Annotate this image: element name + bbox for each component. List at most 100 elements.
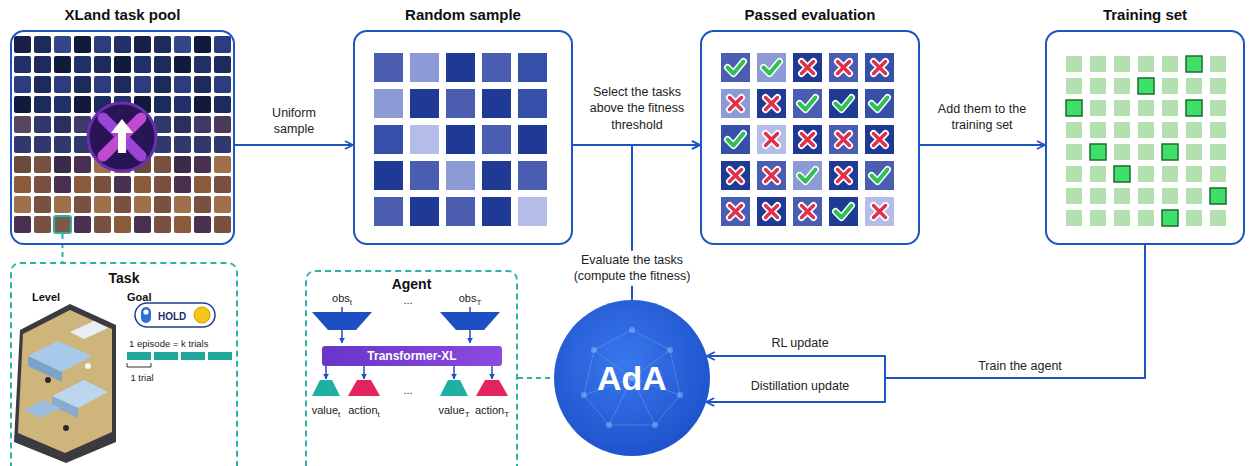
task-tile bbox=[174, 76, 191, 93]
task-tile bbox=[74, 76, 91, 93]
cross-mark bbox=[838, 134, 850, 146]
task-tile bbox=[214, 56, 231, 73]
task-tile bbox=[34, 116, 51, 133]
cross-mark bbox=[766, 206, 778, 218]
node-text: Level bbox=[32, 291, 60, 303]
level-object bbox=[85, 363, 91, 369]
training-task bbox=[1114, 78, 1130, 94]
training-task bbox=[1090, 56, 1106, 72]
task-tile bbox=[214, 196, 231, 213]
task-tile bbox=[194, 196, 211, 213]
training-task bbox=[1210, 210, 1226, 226]
cross-mark-outline bbox=[802, 134, 814, 146]
node-text: Goal bbox=[127, 291, 151, 303]
sample-task-square bbox=[865, 125, 894, 154]
check-mark-outline bbox=[764, 62, 780, 74]
task-tile bbox=[154, 176, 171, 193]
level-platform bbox=[24, 400, 60, 418]
encoder-shape bbox=[440, 312, 500, 330]
training-task bbox=[1186, 166, 1202, 182]
sample-task-square bbox=[757, 89, 786, 118]
detail-box: TaskLevelGoalHOLD1 episode = k trials1 t… bbox=[10, 262, 238, 466]
cross-mark bbox=[874, 134, 886, 146]
io-subscript: T bbox=[476, 299, 481, 308]
level-ramp bbox=[70, 321, 108, 339]
task-tile bbox=[214, 176, 231, 193]
sample-task-square bbox=[518, 53, 547, 82]
task-tile bbox=[154, 76, 171, 93]
network-dot bbox=[629, 327, 635, 333]
sample-task-square bbox=[757, 53, 786, 82]
task-tile bbox=[194, 76, 211, 93]
sample-task-square bbox=[865, 161, 894, 190]
cross-mark-outline bbox=[766, 134, 778, 146]
network-link bbox=[594, 330, 632, 350]
sample-task-square bbox=[865, 89, 894, 118]
agent-illustration bbox=[312, 307, 508, 396]
trial-segment bbox=[181, 352, 205, 360]
training-task bbox=[1066, 188, 1082, 204]
sample-task-square bbox=[829, 161, 858, 190]
task-tile bbox=[174, 36, 191, 53]
new-training-task bbox=[1210, 188, 1226, 204]
trial-segment bbox=[154, 352, 178, 360]
io-name: value bbox=[438, 404, 464, 416]
task-tile bbox=[154, 96, 171, 113]
check-mark bbox=[728, 62, 744, 74]
task-tile bbox=[54, 196, 71, 213]
task-tile bbox=[114, 216, 131, 233]
training-task bbox=[1090, 100, 1106, 116]
node-title: Random sample bbox=[355, 6, 571, 23]
task-tile bbox=[54, 76, 71, 93]
sample-task-square bbox=[829, 197, 858, 226]
training-task bbox=[1162, 188, 1178, 204]
node-title: AdA bbox=[554, 300, 710, 456]
training-task bbox=[1114, 144, 1130, 160]
io-subscript: T bbox=[465, 411, 470, 420]
edge-label: Evaluate the tasks (compute the fitness) bbox=[565, 251, 699, 286]
agent-io-label: valueT bbox=[438, 404, 469, 419]
check-mark bbox=[872, 98, 888, 110]
encoder-shape bbox=[312, 312, 372, 330]
edge-label: RL update bbox=[725, 334, 875, 352]
training-task bbox=[1138, 56, 1154, 72]
task-tile bbox=[54, 136, 71, 153]
network-link bbox=[655, 395, 680, 425]
trial-segment bbox=[127, 352, 151, 360]
training-task bbox=[1186, 210, 1202, 226]
cross-mark-outline bbox=[838, 62, 850, 74]
task-tile bbox=[14, 176, 31, 193]
task-tile bbox=[114, 56, 131, 73]
sample-task-square bbox=[374, 161, 403, 190]
cross-mark bbox=[766, 170, 778, 182]
new-training-task bbox=[1138, 78, 1154, 94]
check-mark-outline bbox=[872, 98, 888, 110]
task-tile bbox=[14, 116, 31, 133]
task-tile bbox=[34, 216, 51, 233]
task-tile bbox=[54, 96, 71, 113]
level-illustration bbox=[14, 304, 116, 463]
io-subscript: t bbox=[350, 299, 352, 308]
network-dot bbox=[652, 422, 658, 428]
level-object bbox=[63, 425, 69, 431]
io-subscript: t bbox=[378, 411, 380, 420]
sample-task-square bbox=[446, 53, 475, 82]
sample-task-square bbox=[374, 125, 403, 154]
toggle-knob bbox=[143, 309, 148, 314]
task-tile bbox=[94, 36, 111, 53]
sample-task-square bbox=[410, 125, 439, 154]
edge-label: Uniform sample bbox=[258, 104, 330, 139]
check-mark-outline bbox=[728, 62, 744, 74]
stage-panel: Passed evaluation bbox=[700, 30, 920, 245]
task-tile bbox=[54, 176, 71, 193]
flow-arrow bbox=[325, 365, 327, 379]
task-tile bbox=[154, 36, 171, 53]
task-tile bbox=[34, 96, 51, 113]
task-tile bbox=[54, 36, 71, 53]
sample-task-square bbox=[410, 53, 439, 82]
check-mark-outline bbox=[728, 134, 744, 146]
network-dot bbox=[581, 392, 587, 398]
training-task bbox=[1066, 78, 1082, 94]
node-text: 1 trial bbox=[122, 372, 162, 383]
training-task bbox=[1090, 188, 1106, 204]
